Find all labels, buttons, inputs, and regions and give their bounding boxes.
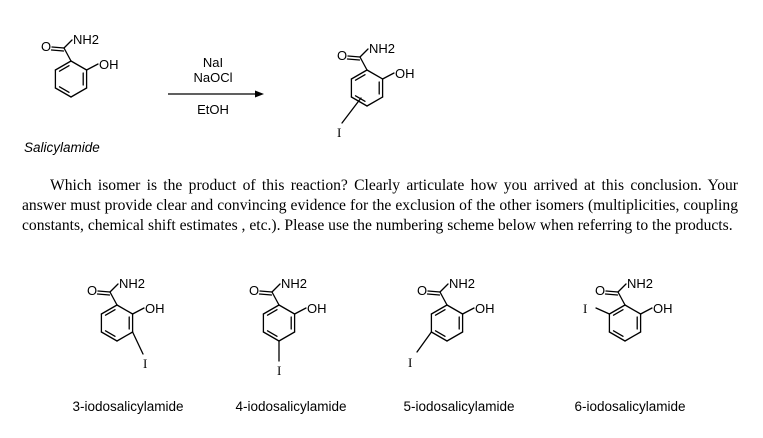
isomer-4-iodo-structure: O NH2 OH I [249, 276, 327, 378]
product-hydroxyl-label: OH [395, 66, 415, 81]
question-text: Which isomer is the product of this reac… [22, 177, 738, 235]
isomer-4-carbonyl-oxygen: O [249, 283, 259, 298]
isomer-6-hydroxyl-label: OH [653, 301, 673, 316]
isomer-6-carbonyl-oxygen: O [595, 283, 605, 298]
isomer-5-iodo-structure: O NH2 OH I [408, 276, 495, 370]
isomer-6-name: 6-iodosalicylamide [574, 399, 685, 414]
isomer-4-iodine-label: I [277, 363, 281, 378]
product-iodine-label: I [337, 125, 341, 140]
isomer-3-carbonyl-oxygen: O [87, 283, 97, 298]
isomer-3-iodine-label: I [143, 356, 147, 371]
reactant-carbonyl-oxygen: O [41, 39, 51, 54]
reactant-structure: O NH2 OH [41, 32, 119, 98]
isomer-4-amide-label: NH2 [281, 276, 307, 291]
reactant-name: Salicylamide [24, 140, 100, 155]
reagent-1: NaI [203, 55, 223, 70]
isomer-3-iodo-structure: O NH2 OH I [87, 276, 165, 371]
isomer-3-hydroxyl-label: OH [145, 301, 165, 316]
isomer-4-hydroxyl-label: OH [307, 301, 327, 316]
solvent-label: EtOH [197, 102, 229, 117]
product-amide-label: NH2 [369, 41, 395, 56]
isomer-4-name: 4-iodosalicylamide [235, 399, 346, 414]
reactant-amide-label: NH2 [73, 32, 99, 47]
isomer-5-hydroxyl-label: OH [475, 301, 495, 316]
product-structure: O NH2 OH I [337, 41, 415, 140]
isomer-3-amide-label: NH2 [119, 276, 145, 291]
isomer-6-iodine-label: I [583, 301, 587, 316]
product-carbonyl-oxygen: O [337, 48, 347, 63]
isomer-6-amide-label: NH2 [627, 276, 653, 291]
isomer-6-iodo-structure: O NH2 OH I [583, 276, 673, 342]
reagent-2: NaOCl [193, 70, 232, 85]
reaction-arrow [168, 90, 264, 98]
isomer-5-carbonyl-oxygen: O [417, 283, 427, 298]
reactant-hydroxyl-label: OH [99, 57, 119, 72]
isomer-3-name: 3-iodosalicylamide [72, 399, 183, 414]
isomer-5-amide-label: NH2 [449, 276, 475, 291]
isomer-5-name: 5-iodosalicylamide [403, 399, 514, 414]
isomer-5-iodine-label: I [408, 355, 412, 370]
